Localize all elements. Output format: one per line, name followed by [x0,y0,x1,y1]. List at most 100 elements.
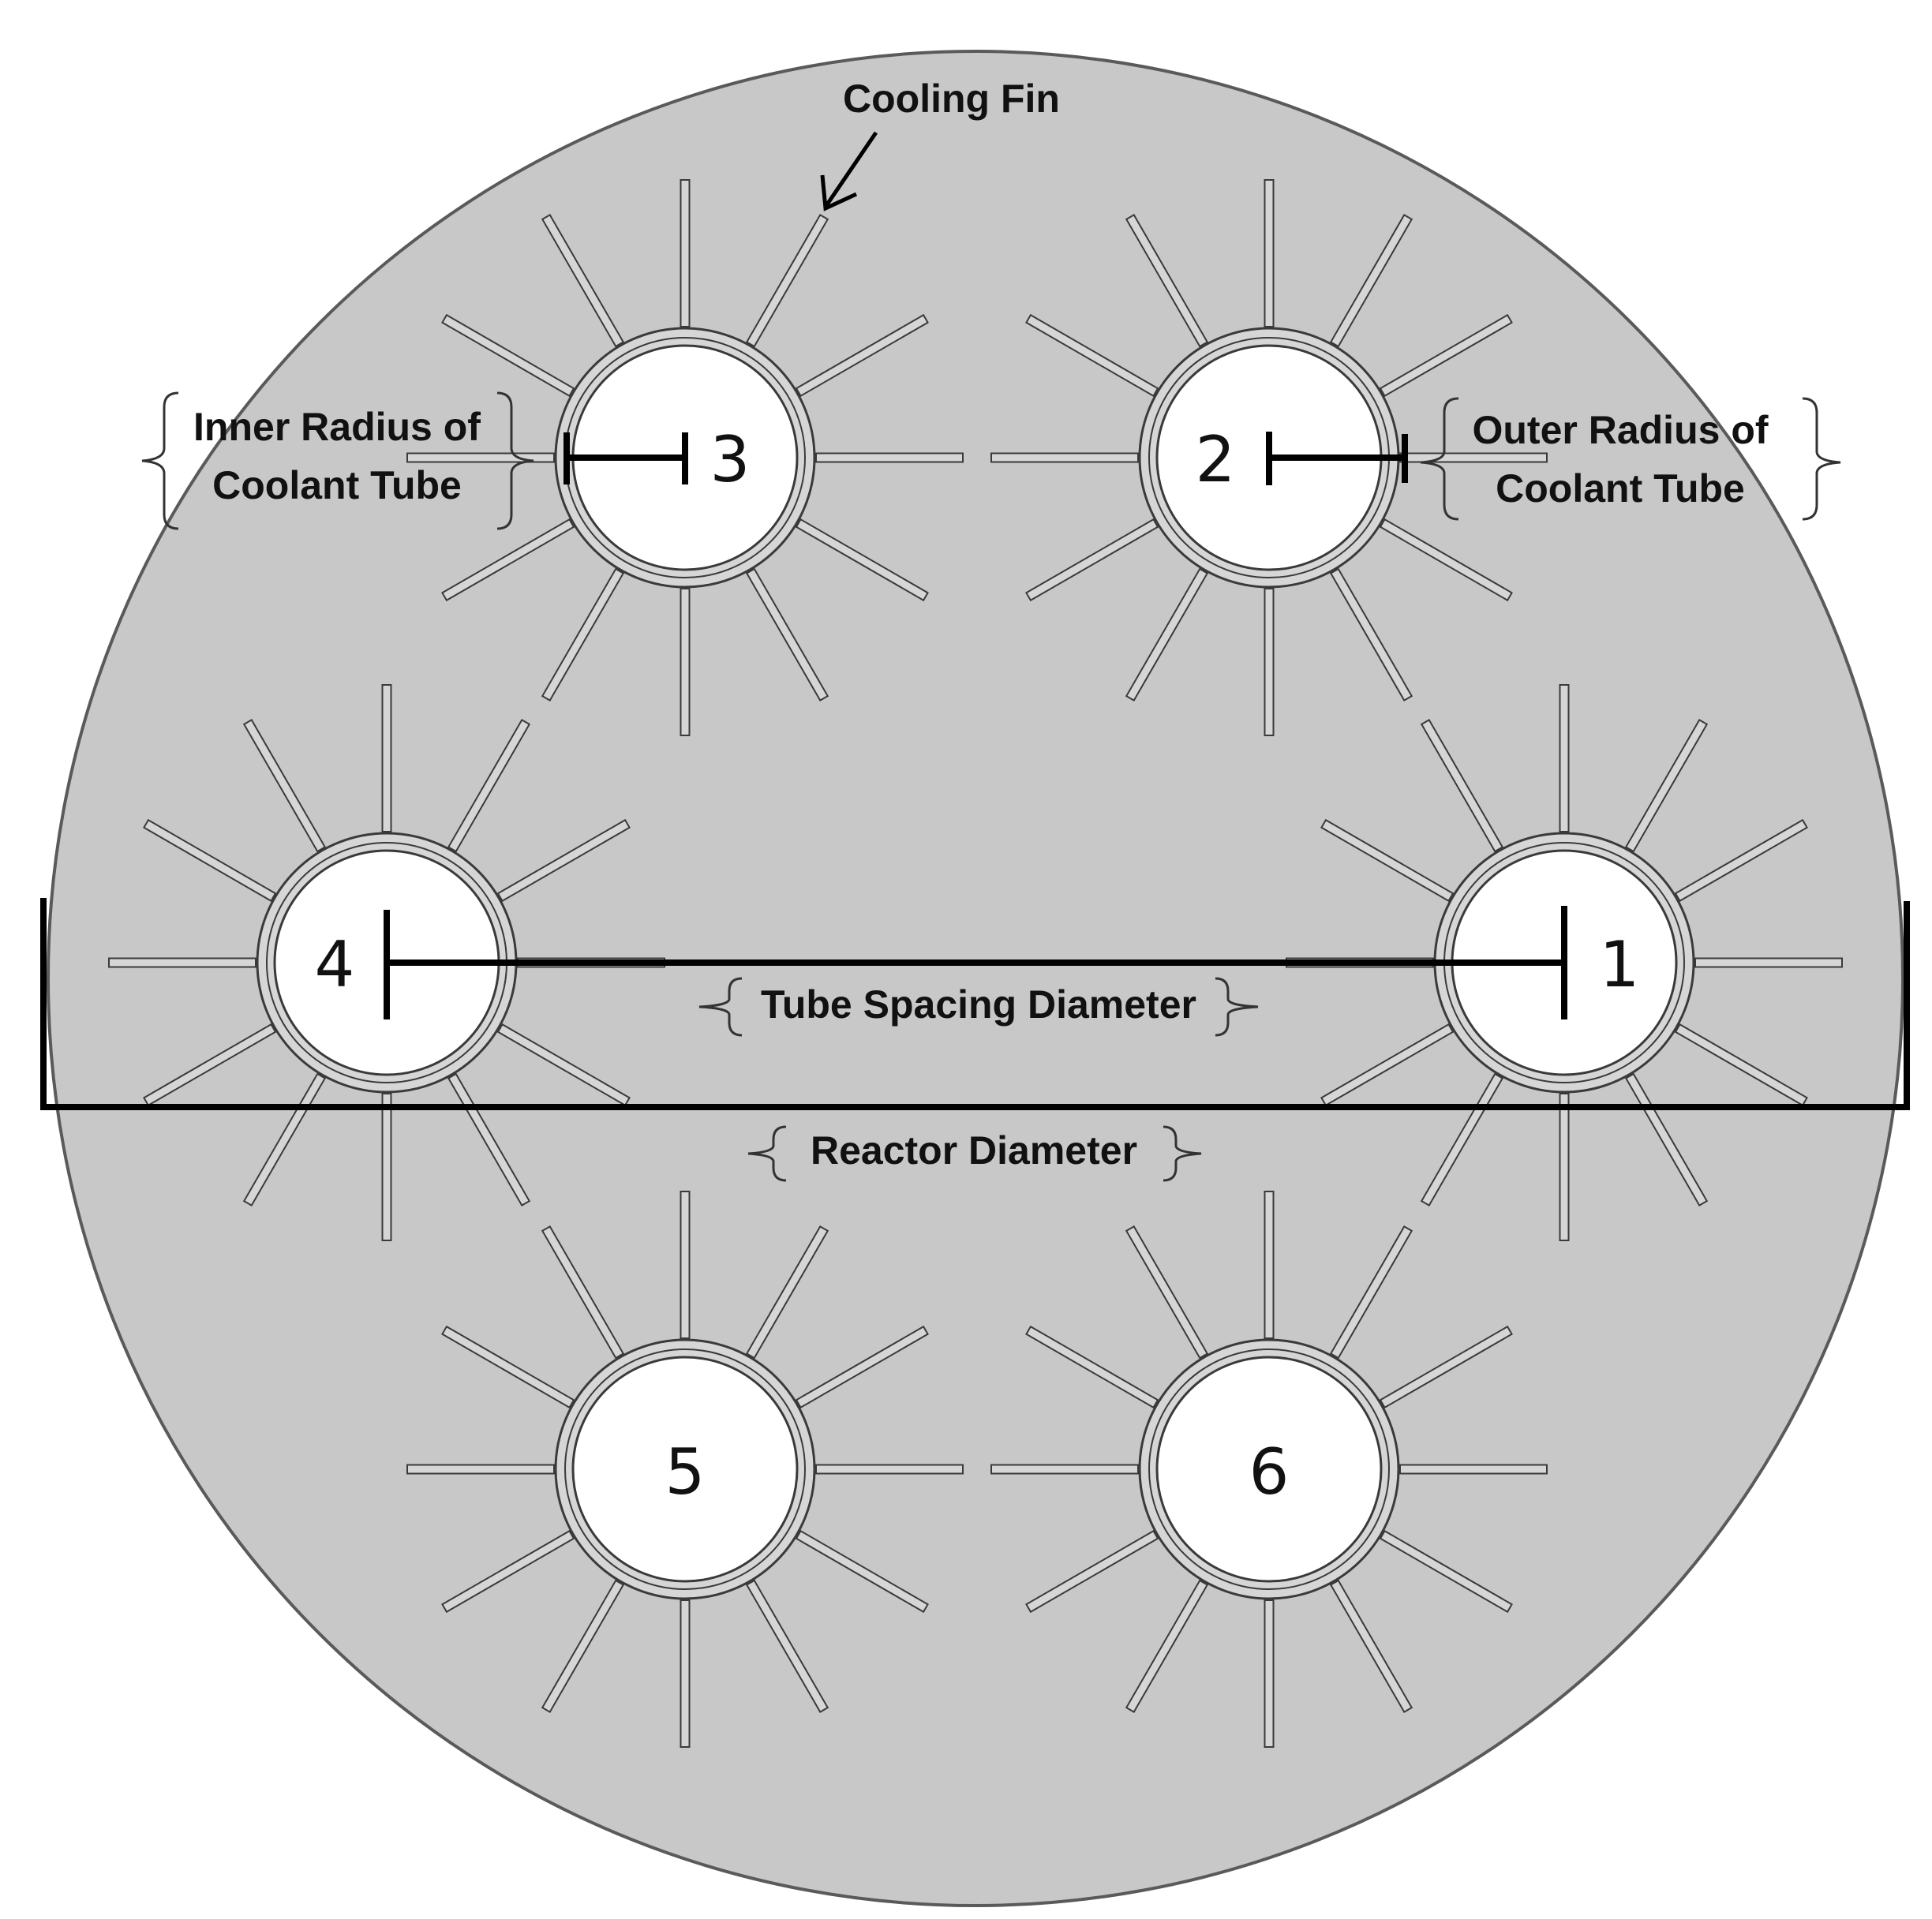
cooling-fin [1264,588,1275,736]
cooling-fin [496,818,631,903]
cooling-fin [1125,1579,1209,1713]
cooling-fin [795,1529,929,1614]
cooling-fin [1329,1579,1413,1713]
tube-number-5: 5 [665,1435,706,1509]
inner-radius-label-line2: Coolant Tube [212,463,462,507]
arrow-shaft [823,131,878,208]
cooling-fin [680,588,691,736]
tube-spacing-label: Tube Spacing Diameter [761,982,1196,1027]
cooling-fin [745,1225,829,1360]
cooling-fin [1559,1093,1570,1241]
cooling-fin-label: Cooling Fin [843,77,1060,121]
cooling-fin [1264,179,1275,327]
cooling-fin [745,214,829,348]
left-curly-brace [141,391,179,530]
cooling-fin [1674,818,1808,903]
cooling-fin [1025,1325,1159,1409]
cooling-fin [795,518,929,602]
cooling-fin [745,567,829,701]
outer-radius-dimension [1266,432,1408,485]
tube-number-3: 3 [710,423,751,496]
cooling-fin [680,1599,691,1748]
reactor-diameter-label: Reactor Diameter [811,1128,1137,1173]
outer-radius-label-line1: Outer Radius of [1472,408,1768,452]
right-curly-brace [1215,977,1259,1037]
cooling-fin [1399,1464,1548,1475]
cooling-fin [541,1579,625,1713]
outer-radius-brace [1420,397,1841,521]
left-curly-brace [1420,397,1459,521]
cooling-fin [1125,1225,1209,1360]
left-curly-brace [698,977,743,1037]
coolant-tube-5 [406,1191,964,1748]
tube-wall-mid [1148,1349,1390,1590]
cooling-fin [990,1464,1139,1475]
cooling-fin [381,1093,392,1241]
right-curly-brace [1163,1125,1202,1182]
cooling-fin [1559,684,1570,832]
tube-spacing-brace [698,977,1259,1037]
inner-radius-brace [141,391,534,530]
cooling-fin [1125,214,1209,348]
cooling-fin [1694,957,1843,968]
cooling-fin [108,957,256,968]
cooling-fin [1329,1225,1413,1360]
cooling-fin [143,1023,277,1107]
cooling-fin [406,452,555,463]
cooling-fin [143,818,277,903]
tube-number-layer: 1 2 3 4 5 6 [315,423,1640,1509]
cooling-fin [406,1464,555,1475]
cooling-fin [1025,313,1159,398]
cooling-fin [496,1023,631,1107]
right-curly-brace [1802,397,1841,521]
cooling-fin [745,1579,829,1713]
coolant-tube-layer [108,179,1843,1748]
cooling-fin [1379,313,1513,398]
cooling-fin [381,684,392,832]
cooling-fin [1379,1325,1513,1409]
cooling-fin [680,179,691,327]
coolant-tube-4 [108,684,665,1241]
coolant-tube-6 [990,1191,1548,1748]
coolant-tube-2 [990,179,1548,736]
left-curly-brace [747,1125,787,1182]
cooling-fin [1025,518,1159,602]
cooling-fin [795,313,929,398]
tube-number-1: 1 [1600,928,1640,1001]
inner-radius-label-line1: Inner Radius of [193,405,481,449]
cooling-fin [795,1325,929,1409]
cooling-fin [541,214,625,348]
reactor-diameter-brace [747,1125,1202,1182]
tube-bore [571,1356,799,1583]
tube-number-4: 4 [315,928,355,1001]
cooling-fin [1379,518,1513,602]
tube-number-2: 2 [1196,423,1236,496]
cooling-fin [815,1464,964,1475]
cooling-fin [1329,214,1413,348]
cooling-fin [441,313,575,398]
arrow-head [820,174,858,211]
cooling-fin [1320,818,1455,903]
tube-spacing-dimension [384,906,1567,1019]
tube-wall-mid [564,1349,806,1590]
inner-radius-dimension [564,432,688,484]
reactor-diameter-dimension [40,898,1910,1110]
cooling-fin [447,719,531,853]
cooling-fin [1379,1529,1513,1614]
cooling-fin [441,1529,575,1614]
cooling-fin [1264,1191,1275,1339]
tube-bore [1155,1356,1383,1583]
outer-radius-label-line2: Coolant Tube [1496,466,1745,511]
cooling-fin [1125,567,1209,701]
cooling-fin [1320,1023,1455,1107]
cooling-fin [1624,719,1709,853]
tube-number-6: 6 [1249,1435,1290,1509]
cooling-fin [541,1225,625,1360]
cooling-fin [1399,452,1548,463]
cooling-fin [990,452,1139,463]
cooling-fin-arrow [820,131,878,211]
cooling-fin [1674,1023,1808,1107]
cooling-fin [441,1325,575,1409]
cooling-fin [815,452,964,463]
